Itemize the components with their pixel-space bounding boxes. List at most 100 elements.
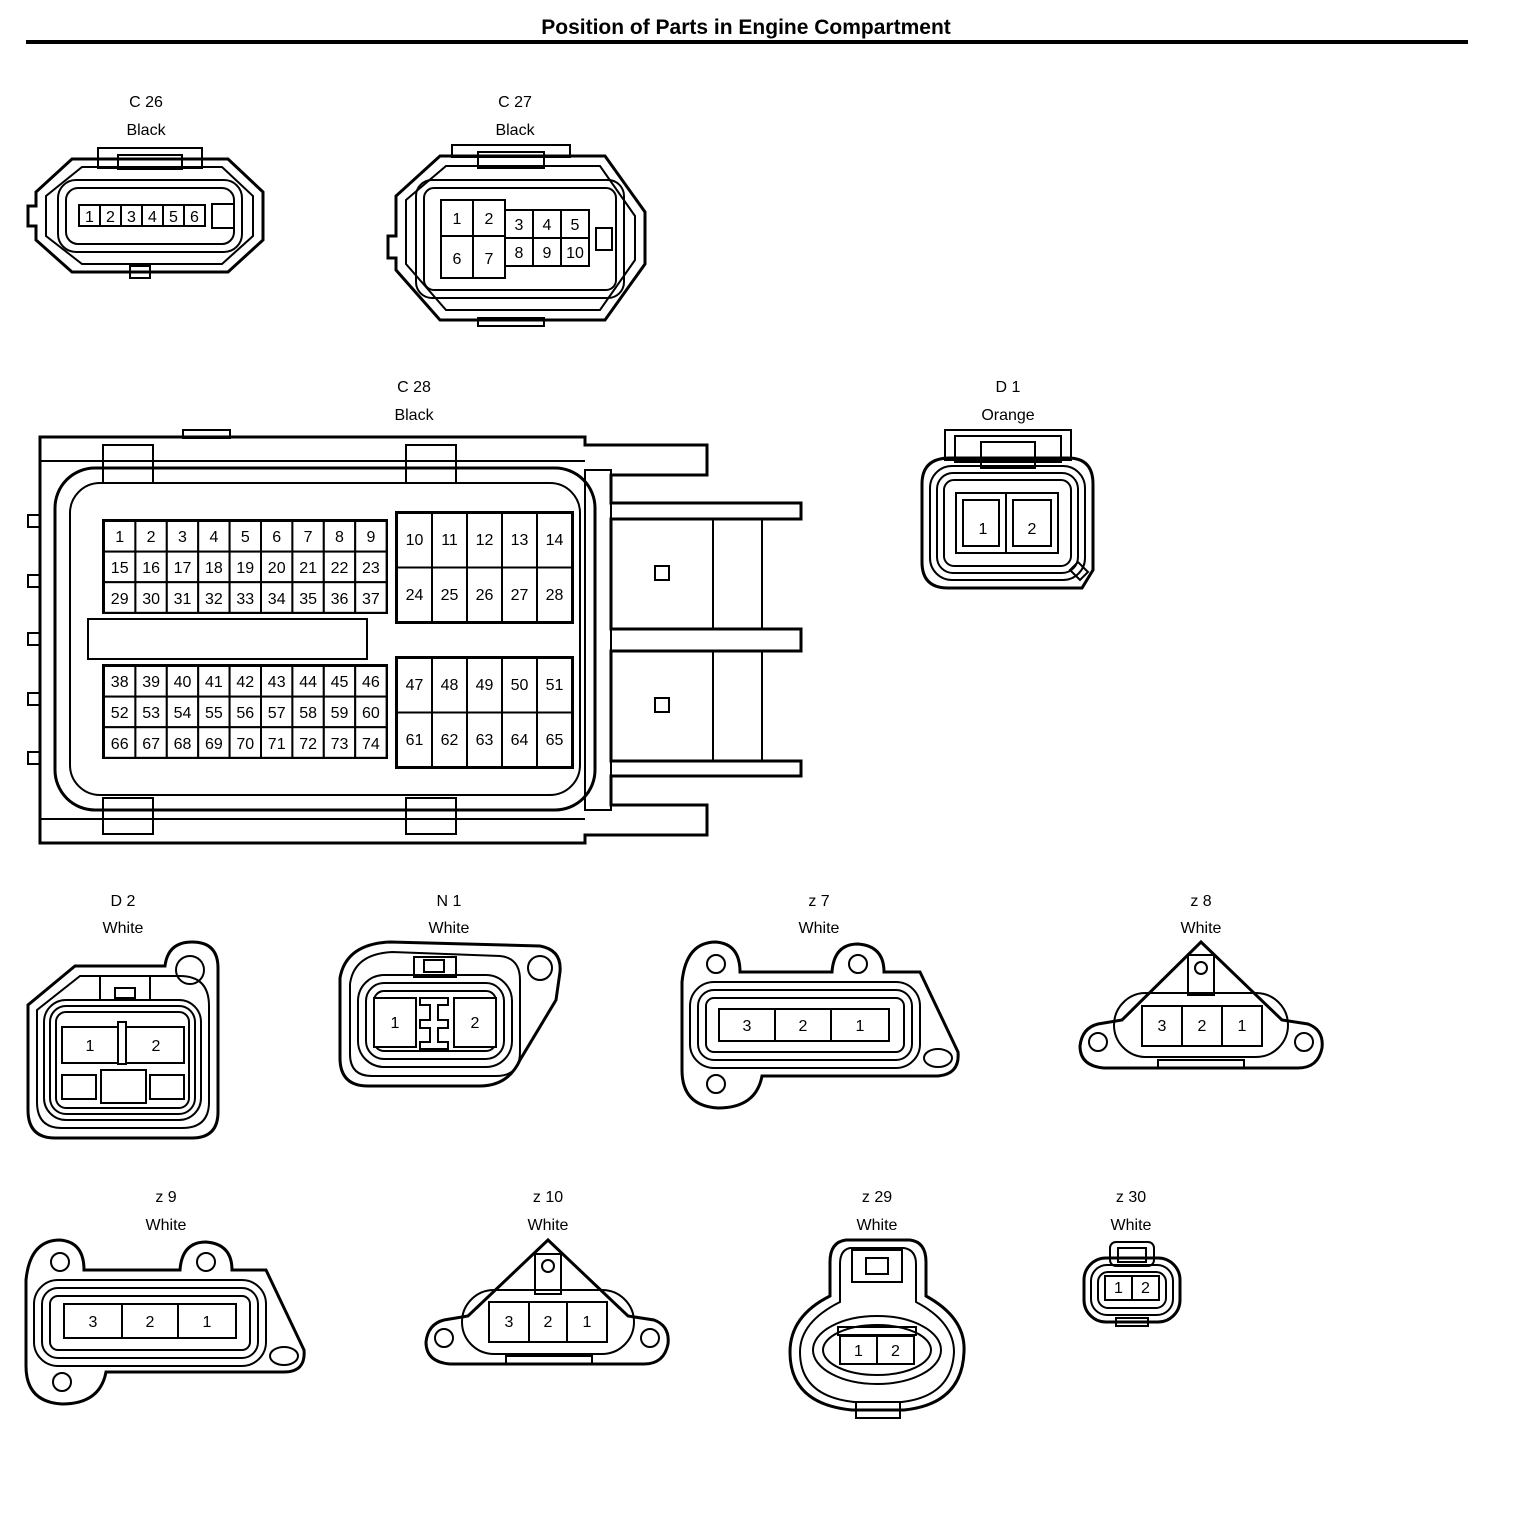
pin: 18 bbox=[205, 560, 223, 577]
pin-row: 1 2 bbox=[61, 1026, 185, 1064]
pin: 73 bbox=[331, 736, 349, 753]
pin: 17 bbox=[174, 560, 192, 577]
pin: 2 bbox=[471, 1015, 480, 1032]
connector-z9: z 9 White 3 2 1 bbox=[24, 1189, 306, 1406]
page-title: Position of Parts in Engine Compartment bbox=[541, 16, 951, 39]
pin: 54 bbox=[174, 705, 192, 722]
connector-body bbox=[920, 429, 1095, 590]
connector-label: C 26 bbox=[129, 94, 163, 111]
connector-color: White bbox=[1181, 920, 1222, 937]
connector-body bbox=[26, 147, 265, 279]
connector-label: z 9 bbox=[155, 1189, 176, 1206]
pin-row: 1 2 bbox=[373, 997, 497, 1048]
pin: 2 bbox=[891, 1343, 900, 1360]
pin: 1 bbox=[583, 1314, 592, 1331]
pin: 52 bbox=[111, 705, 129, 722]
pin: 10 bbox=[406, 532, 424, 549]
connector-label: D 2 bbox=[111, 893, 136, 910]
pin: 1 bbox=[1114, 1280, 1123, 1297]
pin: 9 bbox=[543, 245, 552, 262]
pin: 19 bbox=[236, 560, 254, 577]
pin: 1 bbox=[391, 1015, 400, 1032]
connector-body bbox=[26, 940, 220, 1140]
pin: 4 bbox=[148, 209, 157, 226]
connector-body bbox=[1082, 1241, 1182, 1327]
pin: 41 bbox=[205, 674, 223, 691]
pin: 4 bbox=[209, 529, 218, 546]
pin-row: 1 2 3 4 5 6 bbox=[78, 204, 206, 227]
connector-d1: D 1 Orange 1 2 bbox=[920, 379, 1095, 590]
connector-body bbox=[680, 940, 960, 1110]
pin: 2 bbox=[1141, 1280, 1150, 1297]
pin: 12 bbox=[476, 532, 494, 549]
pin: 22 bbox=[331, 560, 349, 577]
pin: 4 bbox=[543, 217, 552, 234]
pin: 42 bbox=[236, 674, 254, 691]
pin: 3 bbox=[1158, 1018, 1167, 1035]
pin: 23 bbox=[362, 560, 380, 577]
pin: 14 bbox=[546, 532, 564, 549]
pin: 68 bbox=[174, 736, 192, 753]
pin: 16 bbox=[142, 560, 160, 577]
pin: 6 bbox=[453, 251, 462, 268]
pin: 1 bbox=[85, 209, 94, 226]
connector-color: White bbox=[857, 1217, 898, 1234]
pin-block-upper-right: 10 11 12 13 14 24 25 26 27 28 bbox=[396, 512, 573, 623]
pin: 64 bbox=[511, 732, 529, 749]
pin: 2 bbox=[1028, 521, 1037, 538]
pin: 62 bbox=[441, 732, 459, 749]
connector-body bbox=[424, 1237, 670, 1366]
pin: 25 bbox=[441, 587, 459, 604]
connector-d2: D 2 White 1 2 bbox=[26, 893, 220, 1140]
pin: 6 bbox=[190, 209, 199, 226]
pin: 60 bbox=[362, 705, 380, 722]
connector-body bbox=[27, 429, 803, 845]
pin: 6 bbox=[272, 529, 281, 546]
pin: 72 bbox=[299, 736, 317, 753]
pin: 70 bbox=[236, 736, 254, 753]
pin: 67 bbox=[142, 736, 160, 753]
pin: 66 bbox=[111, 736, 129, 753]
connector-color: White bbox=[146, 1217, 187, 1234]
connector-body bbox=[24, 1238, 306, 1406]
pin: 48 bbox=[441, 677, 459, 694]
connector-c26: C 26 Black 1 2 3 4 5 6 bbox=[26, 94, 265, 279]
pin: 50 bbox=[511, 677, 529, 694]
pin: 5 bbox=[169, 209, 178, 226]
connector-z29: z 29 White 1 2 bbox=[788, 1189, 966, 1419]
pin: 5 bbox=[241, 529, 250, 546]
pin: 35 bbox=[299, 591, 317, 608]
pin-row: 3 2 1 bbox=[63, 1303, 237, 1339]
pin: 59 bbox=[331, 705, 349, 722]
connector-body bbox=[386, 144, 647, 327]
pin-row: 1 2 bbox=[955, 492, 1059, 554]
connector-body bbox=[1078, 939, 1324, 1070]
pin: 30 bbox=[142, 591, 160, 608]
pin: 29 bbox=[111, 591, 129, 608]
connector-label: z 30 bbox=[1116, 1189, 1146, 1206]
connector-color: Black bbox=[394, 407, 434, 424]
connector-label: z 29 bbox=[862, 1189, 892, 1206]
pin-row: 1 2 bbox=[839, 1335, 915, 1365]
pin: 1 bbox=[979, 521, 988, 538]
pin: 44 bbox=[299, 674, 317, 691]
pin: 63 bbox=[476, 732, 494, 749]
pin: 7 bbox=[304, 529, 313, 546]
pin: 58 bbox=[299, 705, 317, 722]
pin-row: 3 2 1 bbox=[718, 1008, 890, 1042]
pin: 71 bbox=[268, 736, 286, 753]
connector-label: C 27 bbox=[498, 94, 532, 111]
pin-block-lower-left: 38 39 40 41 42 43 44 45 46 52 53 54 55 5… bbox=[103, 665, 388, 759]
pin: 49 bbox=[476, 677, 494, 694]
pin: 3 bbox=[127, 209, 136, 226]
pin: 53 bbox=[142, 705, 160, 722]
connector-z10: z 10 White 3 2 1 bbox=[424, 1189, 670, 1366]
connector-label: z 10 bbox=[533, 1189, 563, 1206]
pin: 38 bbox=[111, 674, 129, 691]
pin: 3 bbox=[505, 1314, 514, 1331]
pin: 1 bbox=[856, 1018, 865, 1035]
pin: 7 bbox=[485, 251, 494, 268]
pin: 2 bbox=[1198, 1018, 1207, 1035]
connector-label: z 8 bbox=[1190, 893, 1211, 910]
